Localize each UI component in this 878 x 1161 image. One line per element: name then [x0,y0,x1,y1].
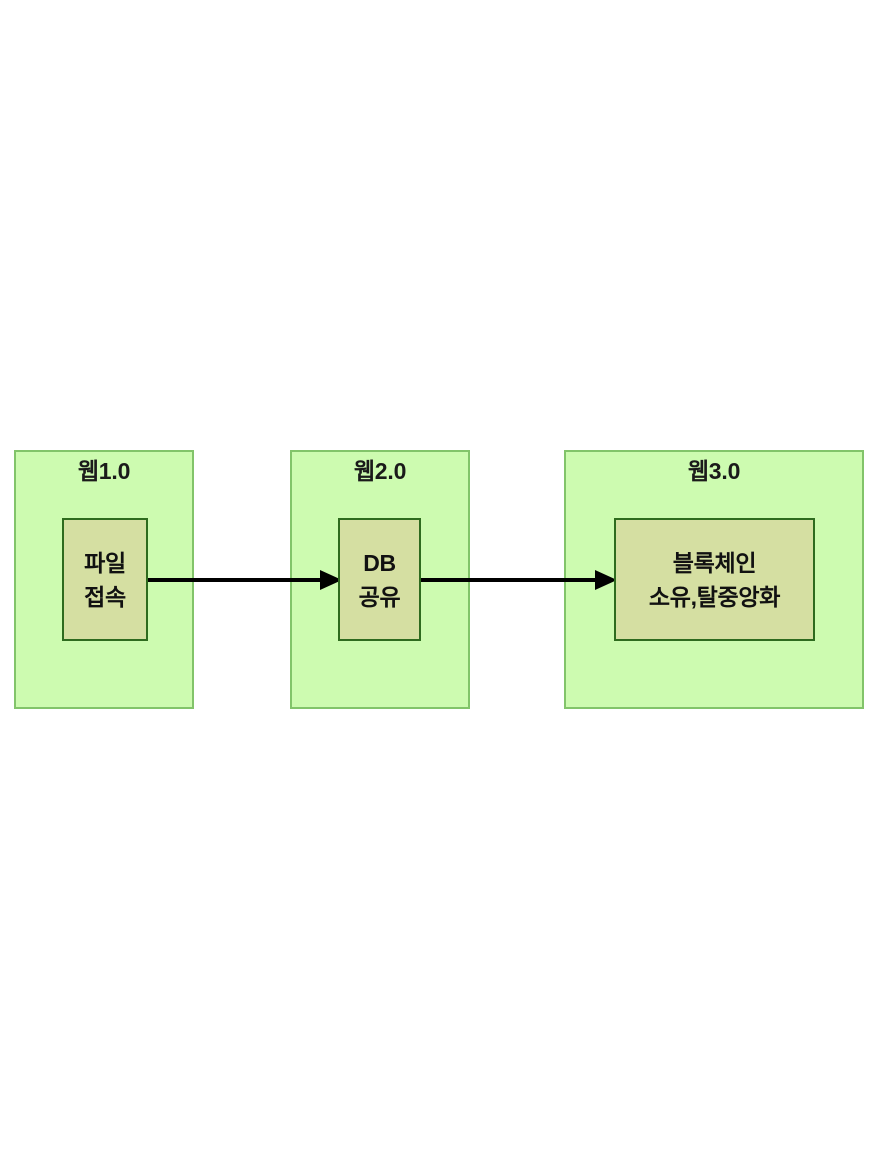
concept-line-db-2: 공유 [358,583,401,610]
connector-arrow-db-to-chain [419,568,617,592]
phase-title-web2: 웹2.0 [353,458,407,484]
concept-box-file[interactable]: 파일 접속 [62,518,148,641]
concept-line-file-2: 접속 [84,583,126,610]
phase-title-web1: 웹1.0 [77,458,131,484]
concept-box-chain[interactable]: 블록체인 소유,탈중앙화 [614,518,815,641]
concept-line-chain-2: 소유,탈중앙화 [648,583,781,610]
connector-arrow-file-to-db [146,568,342,592]
concept-line-db-1: DB [363,549,396,576]
arrow-right-icon [146,570,342,590]
concept-line-chain-1: 블록체인 [672,549,757,576]
arrow-right-icon [419,570,617,590]
concept-line-file-1: 파일 [84,549,126,576]
phase-title-web3: 웹3.0 [687,458,741,484]
concept-box-db[interactable]: DB 공유 [338,518,421,641]
